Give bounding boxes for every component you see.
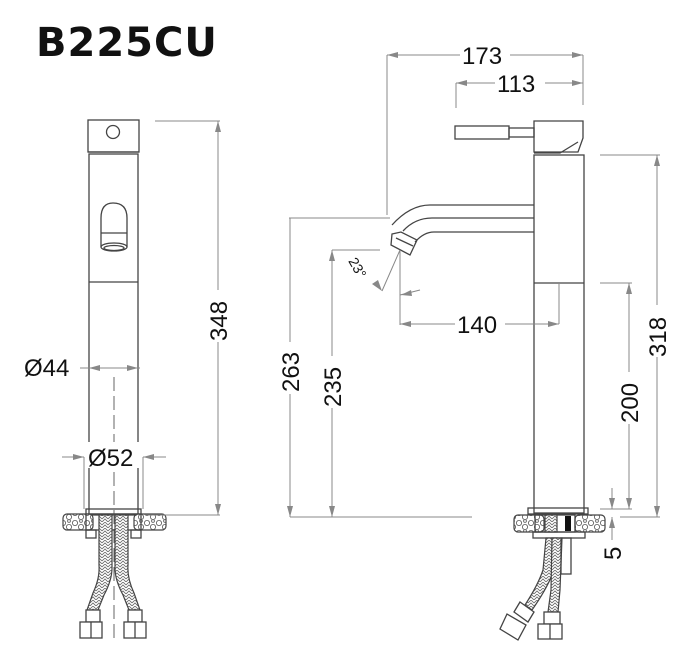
- dimension-body-height: 318: [600, 154, 672, 518]
- lever-cap: [87, 119, 140, 153]
- dimension-spout-top-height: 263: [278, 217, 472, 518]
- dim-label-5: 5: [600, 547, 627, 560]
- dimension-body-diameter: Ø44: [24, 355, 140, 382]
- dim-label-113: 113: [497, 71, 535, 98]
- dimension-spout-reach: 140: [400, 283, 560, 339]
- dimension-overall-depth: 173: [386, 42, 584, 215]
- dim-label-318: 318: [645, 317, 672, 357]
- spout-top: [391, 204, 534, 226]
- model-title: B225CU: [36, 20, 218, 66]
- side-view: 173 113 263 235: [278, 42, 672, 641]
- dim-label-200: 200: [617, 383, 644, 423]
- dimension-handle-depth: 113: [455, 70, 583, 108]
- dim-label-263: 263: [278, 352, 305, 392]
- dimension-base-ring: 5: [600, 488, 627, 560]
- dim-label-angle: 23°: [345, 255, 369, 281]
- dim-label-diameter-52: Ø52: [88, 445, 133, 472]
- side-body: [533, 154, 585, 514]
- spout-outlet: [100, 202, 128, 247]
- spout-aerator: [390, 231, 418, 256]
- front-view: 348 Ø44 Ø52: [24, 119, 233, 640]
- lever-hole-icon: [105, 124, 121, 140]
- dim-label-235: 235: [320, 367, 347, 407]
- dimension-spout-angle: 23°: [345, 249, 421, 325]
- dim-label-173: 173: [462, 43, 502, 70]
- dim-label-diameter-44: Ø44: [24, 355, 69, 382]
- dim-label-140: 140: [457, 312, 497, 339]
- handle-cartridge: [533, 120, 584, 153]
- dimension-base-diameter: Ø52: [62, 442, 166, 509]
- dimension-spout-outlet-height: 235: [320, 249, 380, 517]
- dimension-front-height: 348: [145, 120, 233, 516]
- dim-label-348: 348: [206, 301, 233, 341]
- lever-handle: [454, 125, 510, 140]
- dimension-lower-body-height: 200: [600, 282, 644, 510]
